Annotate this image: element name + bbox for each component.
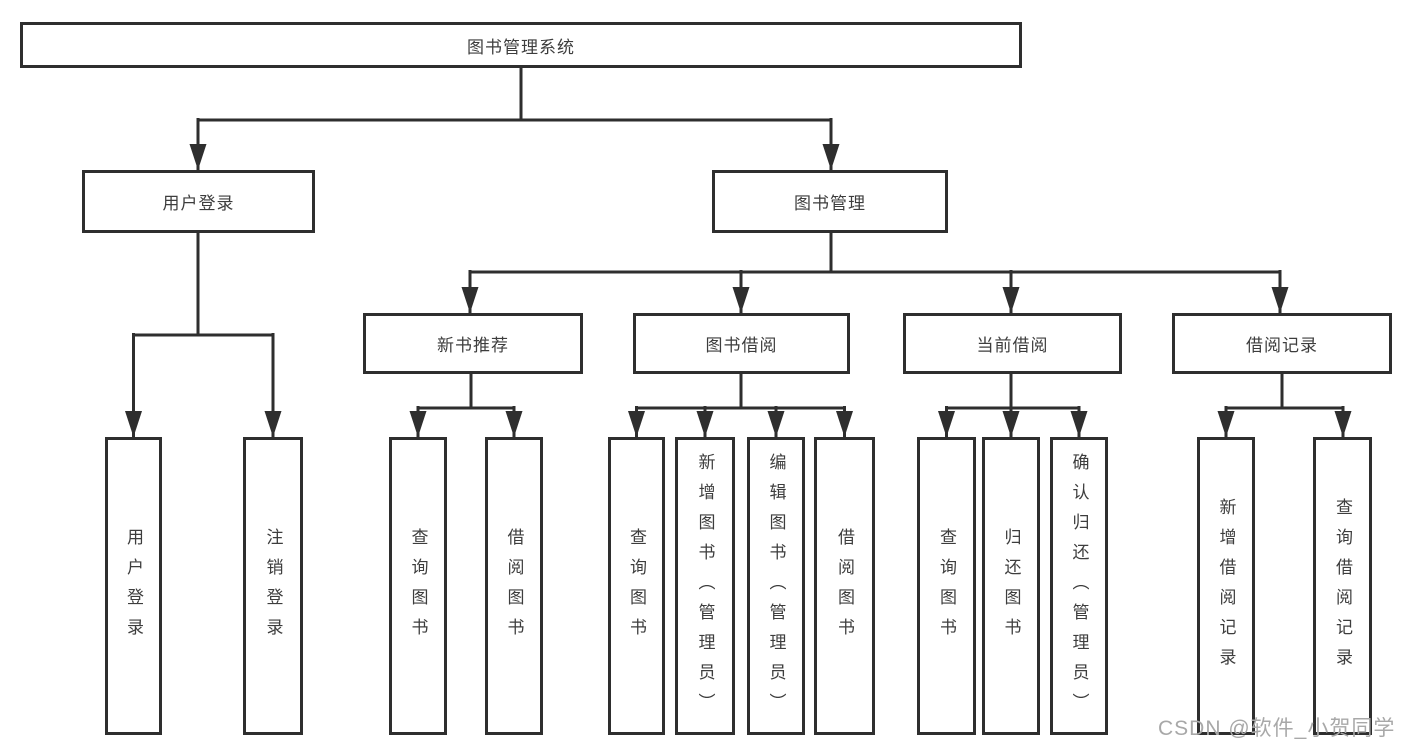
node-current-borrowing: 当前借阅 xyxy=(903,313,1122,374)
book-borrowing-branch-line xyxy=(635,374,846,410)
leaf-add-borrow-record: 新增借阅记录 xyxy=(1197,437,1255,735)
leaf-query-books-3: 查询图书 xyxy=(917,437,976,735)
book-management-branch-line xyxy=(468,233,1282,274)
node-root: 图书管理系统 xyxy=(20,22,1022,68)
leaf-edit-book-admin: 编辑图书（管理员） xyxy=(747,437,805,735)
leaf-logout: 注销登录 xyxy=(243,437,303,735)
user-login-branch-line xyxy=(132,233,275,337)
node-user-login: 用户登录 xyxy=(82,170,315,233)
leaf-borrow-books-1: 借阅图书 xyxy=(485,437,543,735)
node-borrowing-records: 借阅记录 xyxy=(1172,313,1392,374)
leaf-borrow-books-2: 借阅图书 xyxy=(814,437,875,735)
root-branch-line xyxy=(196,68,833,122)
leaf-user-login: 用户登录 xyxy=(105,437,162,735)
leaf-query-borrow-record: 查询借阅记录 xyxy=(1313,437,1372,735)
new-book-recommend-branch-line xyxy=(416,374,516,410)
node-book-borrowing: 图书借阅 xyxy=(633,313,850,374)
watermark: CSDN @软件_小贺同学 xyxy=(1158,717,1396,740)
leaf-return-book: 归还图书 xyxy=(982,437,1040,735)
node-new-book-recommend: 新书推荐 xyxy=(363,313,583,374)
leaf-query-books-1: 查询图书 xyxy=(389,437,447,735)
current-borrowing-branch-line xyxy=(945,374,1081,410)
leaf-add-book-admin: 新增图书（管理员） xyxy=(675,437,735,735)
leaf-query-books-2: 查询图书 xyxy=(608,437,665,735)
node-book-management: 图书管理 xyxy=(712,170,948,233)
borrowing-records-branch-line xyxy=(1224,374,1345,410)
leaf-confirm-return-admin: 确认归还（管理员） xyxy=(1050,437,1108,735)
